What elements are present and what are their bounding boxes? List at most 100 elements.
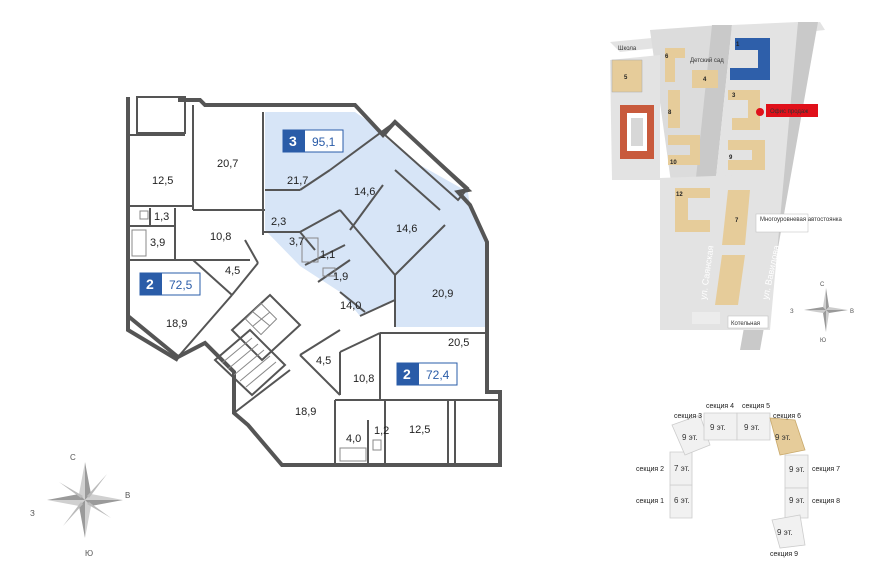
building-number: 8 bbox=[668, 110, 672, 116]
room-area: 20,7 bbox=[217, 158, 238, 170]
building-number: 4 bbox=[703, 77, 707, 83]
room-area: 20,9 bbox=[432, 288, 453, 300]
room-area: 4,0 bbox=[346, 433, 361, 445]
stair-core bbox=[213, 293, 302, 397]
office-marker[interactable] bbox=[756, 108, 764, 116]
section-3[interactable] bbox=[671, 414, 711, 456]
inner-walls bbox=[128, 105, 487, 465]
apartment-area: 95,1 bbox=[312, 135, 336, 149]
label-school: Школа bbox=[618, 46, 637, 52]
section-label: секция 4 bbox=[706, 403, 734, 410]
building-number: 5 bbox=[624, 75, 628, 81]
label-boiler: Котельная bbox=[731, 321, 760, 327]
apartment-rooms: 2 bbox=[403, 366, 411, 382]
room-area: 14,6 bbox=[396, 223, 417, 235]
compass-small: С В З Ю bbox=[790, 282, 854, 344]
room-area: 3,7 bbox=[289, 236, 304, 248]
section-9[interactable] bbox=[771, 514, 806, 549]
compass-east: В bbox=[850, 309, 854, 315]
section-floors: 9 эт. bbox=[777, 528, 793, 537]
building-1-target bbox=[730, 38, 770, 80]
balcony-ne bbox=[383, 120, 470, 202]
section-label: секция 1 bbox=[636, 498, 664, 505]
room-area: 20,5 bbox=[448, 337, 469, 349]
compass-west: З bbox=[30, 509, 35, 518]
apartment-badge-3[interactable]: 3 95,1 bbox=[282, 129, 344, 153]
compass-west: З bbox=[790, 309, 794, 315]
building-number: 7 bbox=[735, 218, 739, 224]
building-6 bbox=[665, 48, 685, 82]
building-10 bbox=[668, 135, 700, 165]
section-label: секция 8 bbox=[812, 498, 840, 505]
building-number: 12 bbox=[676, 192, 683, 198]
room-area: 10,8 bbox=[210, 231, 231, 243]
compass-large: С В З Ю bbox=[30, 453, 130, 558]
building-kindergarten bbox=[692, 70, 718, 88]
floor-plan: 12,5 20,7 21,7 14,6 14,6 1,3 3,9 10,8 2,… bbox=[126, 96, 502, 467]
apartment-area: 72,4 bbox=[426, 368, 450, 382]
section-label: секция 2 bbox=[636, 466, 664, 473]
apartment-badge-2a[interactable]: 2 72,5 bbox=[139, 272, 201, 296]
section-floors: 9 эт. bbox=[775, 433, 791, 442]
section-floors: 9 эт. bbox=[789, 496, 805, 505]
room-area: 3,9 bbox=[150, 237, 165, 249]
building-number: 3 bbox=[732, 93, 736, 99]
room-area: 2,3 bbox=[271, 216, 286, 228]
room-area: 1,2 bbox=[374, 425, 389, 437]
section-floors: 7 эт. bbox=[674, 464, 690, 473]
room-area: 14,6 bbox=[354, 186, 375, 198]
building-12 bbox=[675, 188, 710, 232]
building-number: 10 bbox=[670, 160, 677, 166]
label-office: Офис продаж bbox=[770, 109, 808, 115]
building-number: 9 bbox=[729, 155, 733, 161]
room-area: 1,1 bbox=[320, 249, 335, 261]
section-label: секция 3 bbox=[674, 413, 702, 420]
compass-east: В bbox=[125, 491, 130, 500]
outer-wall bbox=[126, 97, 502, 467]
site-map: Школа 5 Детский сад 4 6 8 10 12 1 3 9 7 … bbox=[610, 22, 854, 350]
apartment-rooms: 3 bbox=[289, 133, 297, 149]
bath-fixtures bbox=[131, 210, 382, 462]
section-label: секция 6 bbox=[773, 413, 801, 420]
room-area: 18,9 bbox=[166, 318, 187, 330]
compass-north: С bbox=[70, 453, 76, 462]
apartment-area: 72,5 bbox=[169, 278, 193, 292]
building-school bbox=[611, 59, 643, 93]
apartment-badge-2b[interactable]: 2 72,4 bbox=[396, 362, 458, 386]
label-kindergarten: Детский сад bbox=[690, 57, 724, 64]
apartment-3-highlight[interactable] bbox=[265, 112, 487, 327]
section-label: секция 9 bbox=[770, 551, 798, 558]
section-5[interactable] bbox=[736, 412, 771, 441]
label-parking: Многоуровневая автостоянка bbox=[760, 217, 843, 223]
section-floors: 9 эт. bbox=[744, 423, 760, 432]
compass-north: С bbox=[820, 282, 825, 288]
outer-wall-sw bbox=[126, 316, 180, 362]
room-area: 10,8 bbox=[353, 373, 374, 385]
balcony-se bbox=[454, 399, 501, 466]
room-area: 14,0 bbox=[340, 300, 361, 312]
building-number: 1 bbox=[736, 42, 740, 48]
compass-south: Ю bbox=[85, 549, 93, 558]
room-area: 12,5 bbox=[409, 424, 430, 436]
section-6-selected[interactable] bbox=[769, 417, 806, 456]
building-parking bbox=[722, 190, 750, 245]
building-number: 6 bbox=[665, 54, 669, 60]
section-floors: 6 эт. bbox=[674, 496, 690, 505]
section-floors: 9 эт. bbox=[682, 433, 698, 442]
section-floors: 9 эт. bbox=[710, 423, 726, 432]
compass-south: Ю bbox=[820, 338, 826, 344]
room-area: 4,5 bbox=[225, 265, 240, 277]
room-area: 1,9 bbox=[333, 271, 348, 283]
room-area: 1,3 bbox=[154, 211, 169, 223]
section-label: секция 5 bbox=[742, 403, 770, 410]
section-8[interactable] bbox=[784, 487, 809, 519]
apartment-rooms: 2 bbox=[146, 276, 154, 292]
section-diagram: 6 эт. 7 эт. 9 эт. 9 эт. 9 эт. 9 эт. 9 эт… bbox=[636, 403, 840, 558]
section-label: секция 7 bbox=[812, 466, 840, 473]
room-area: 4,5 bbox=[316, 355, 331, 367]
building-3 bbox=[728, 90, 760, 130]
room-area: 12,5 bbox=[152, 175, 173, 187]
section-floors: 9 эт. bbox=[789, 465, 805, 474]
building-8 bbox=[668, 90, 680, 128]
